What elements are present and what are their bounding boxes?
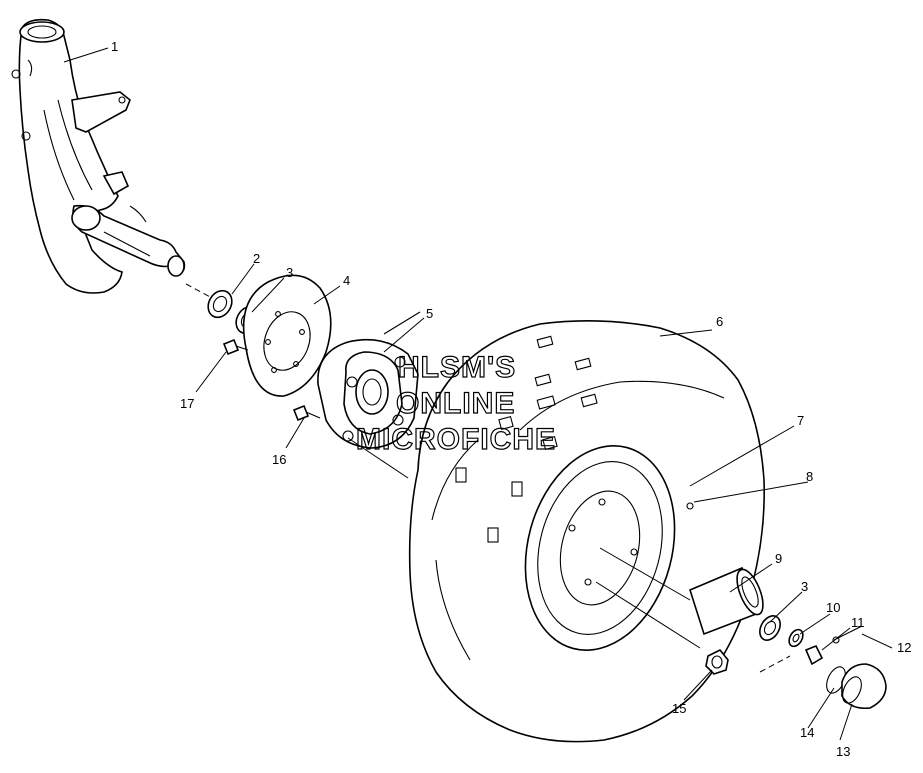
callout-4: 4 — [343, 273, 350, 288]
cotter-pin — [832, 625, 863, 644]
callout-11: 11 — [851, 615, 865, 630]
callout-2: 2 — [253, 251, 260, 266]
callout-10: 10 — [826, 600, 840, 615]
callout-7: 7 — [797, 413, 804, 428]
callout-16: 16 — [272, 452, 286, 467]
brake-disc — [242, 274, 332, 397]
callout-3-outer: 3 — [801, 579, 808, 594]
callout-17: 17 — [180, 396, 194, 411]
watermark-line-1: HLSM'S — [398, 351, 516, 384]
axis-line-lower — [759, 655, 791, 673]
callout-3-inner: 3 — [286, 265, 293, 280]
washer — [788, 628, 804, 648]
callout-labels: 1 2 3 4 5 6 7 8 9 3 10 11 12 13 14 15 16… — [111, 39, 911, 759]
watermark-line-3: MICROFICHE — [356, 423, 556, 456]
watermark-line-2: ONLINE — [396, 387, 515, 420]
bolt-17 — [222, 338, 249, 356]
callout-13: 13 — [836, 744, 850, 759]
lug-nut — [705, 648, 729, 675]
wheel-hub — [317, 311, 421, 449]
steering-knuckle — [11, 18, 186, 294]
spacer-tube — [689, 566, 764, 636]
callout-15: 15 — [672, 701, 686, 716]
bearing-outer — [759, 615, 781, 641]
seal — [207, 289, 233, 319]
callout-12: 12 — [897, 640, 911, 655]
callout-1: 1 — [111, 39, 118, 54]
callout-5: 5 — [426, 306, 433, 321]
watermark: HLSM'S ONLINE MICROFICHE — [355, 350, 556, 456]
castle-nut — [804, 644, 824, 666]
callout-6: 6 — [716, 314, 723, 329]
callout-8: 8 — [806, 469, 813, 484]
leader-lines — [63, 47, 893, 741]
hub-cap — [841, 663, 887, 710]
callout-9: 9 — [775, 551, 782, 566]
axis-line-upper — [185, 283, 213, 299]
bolt-16 — [292, 404, 321, 422]
callout-14: 14 — [800, 725, 814, 740]
